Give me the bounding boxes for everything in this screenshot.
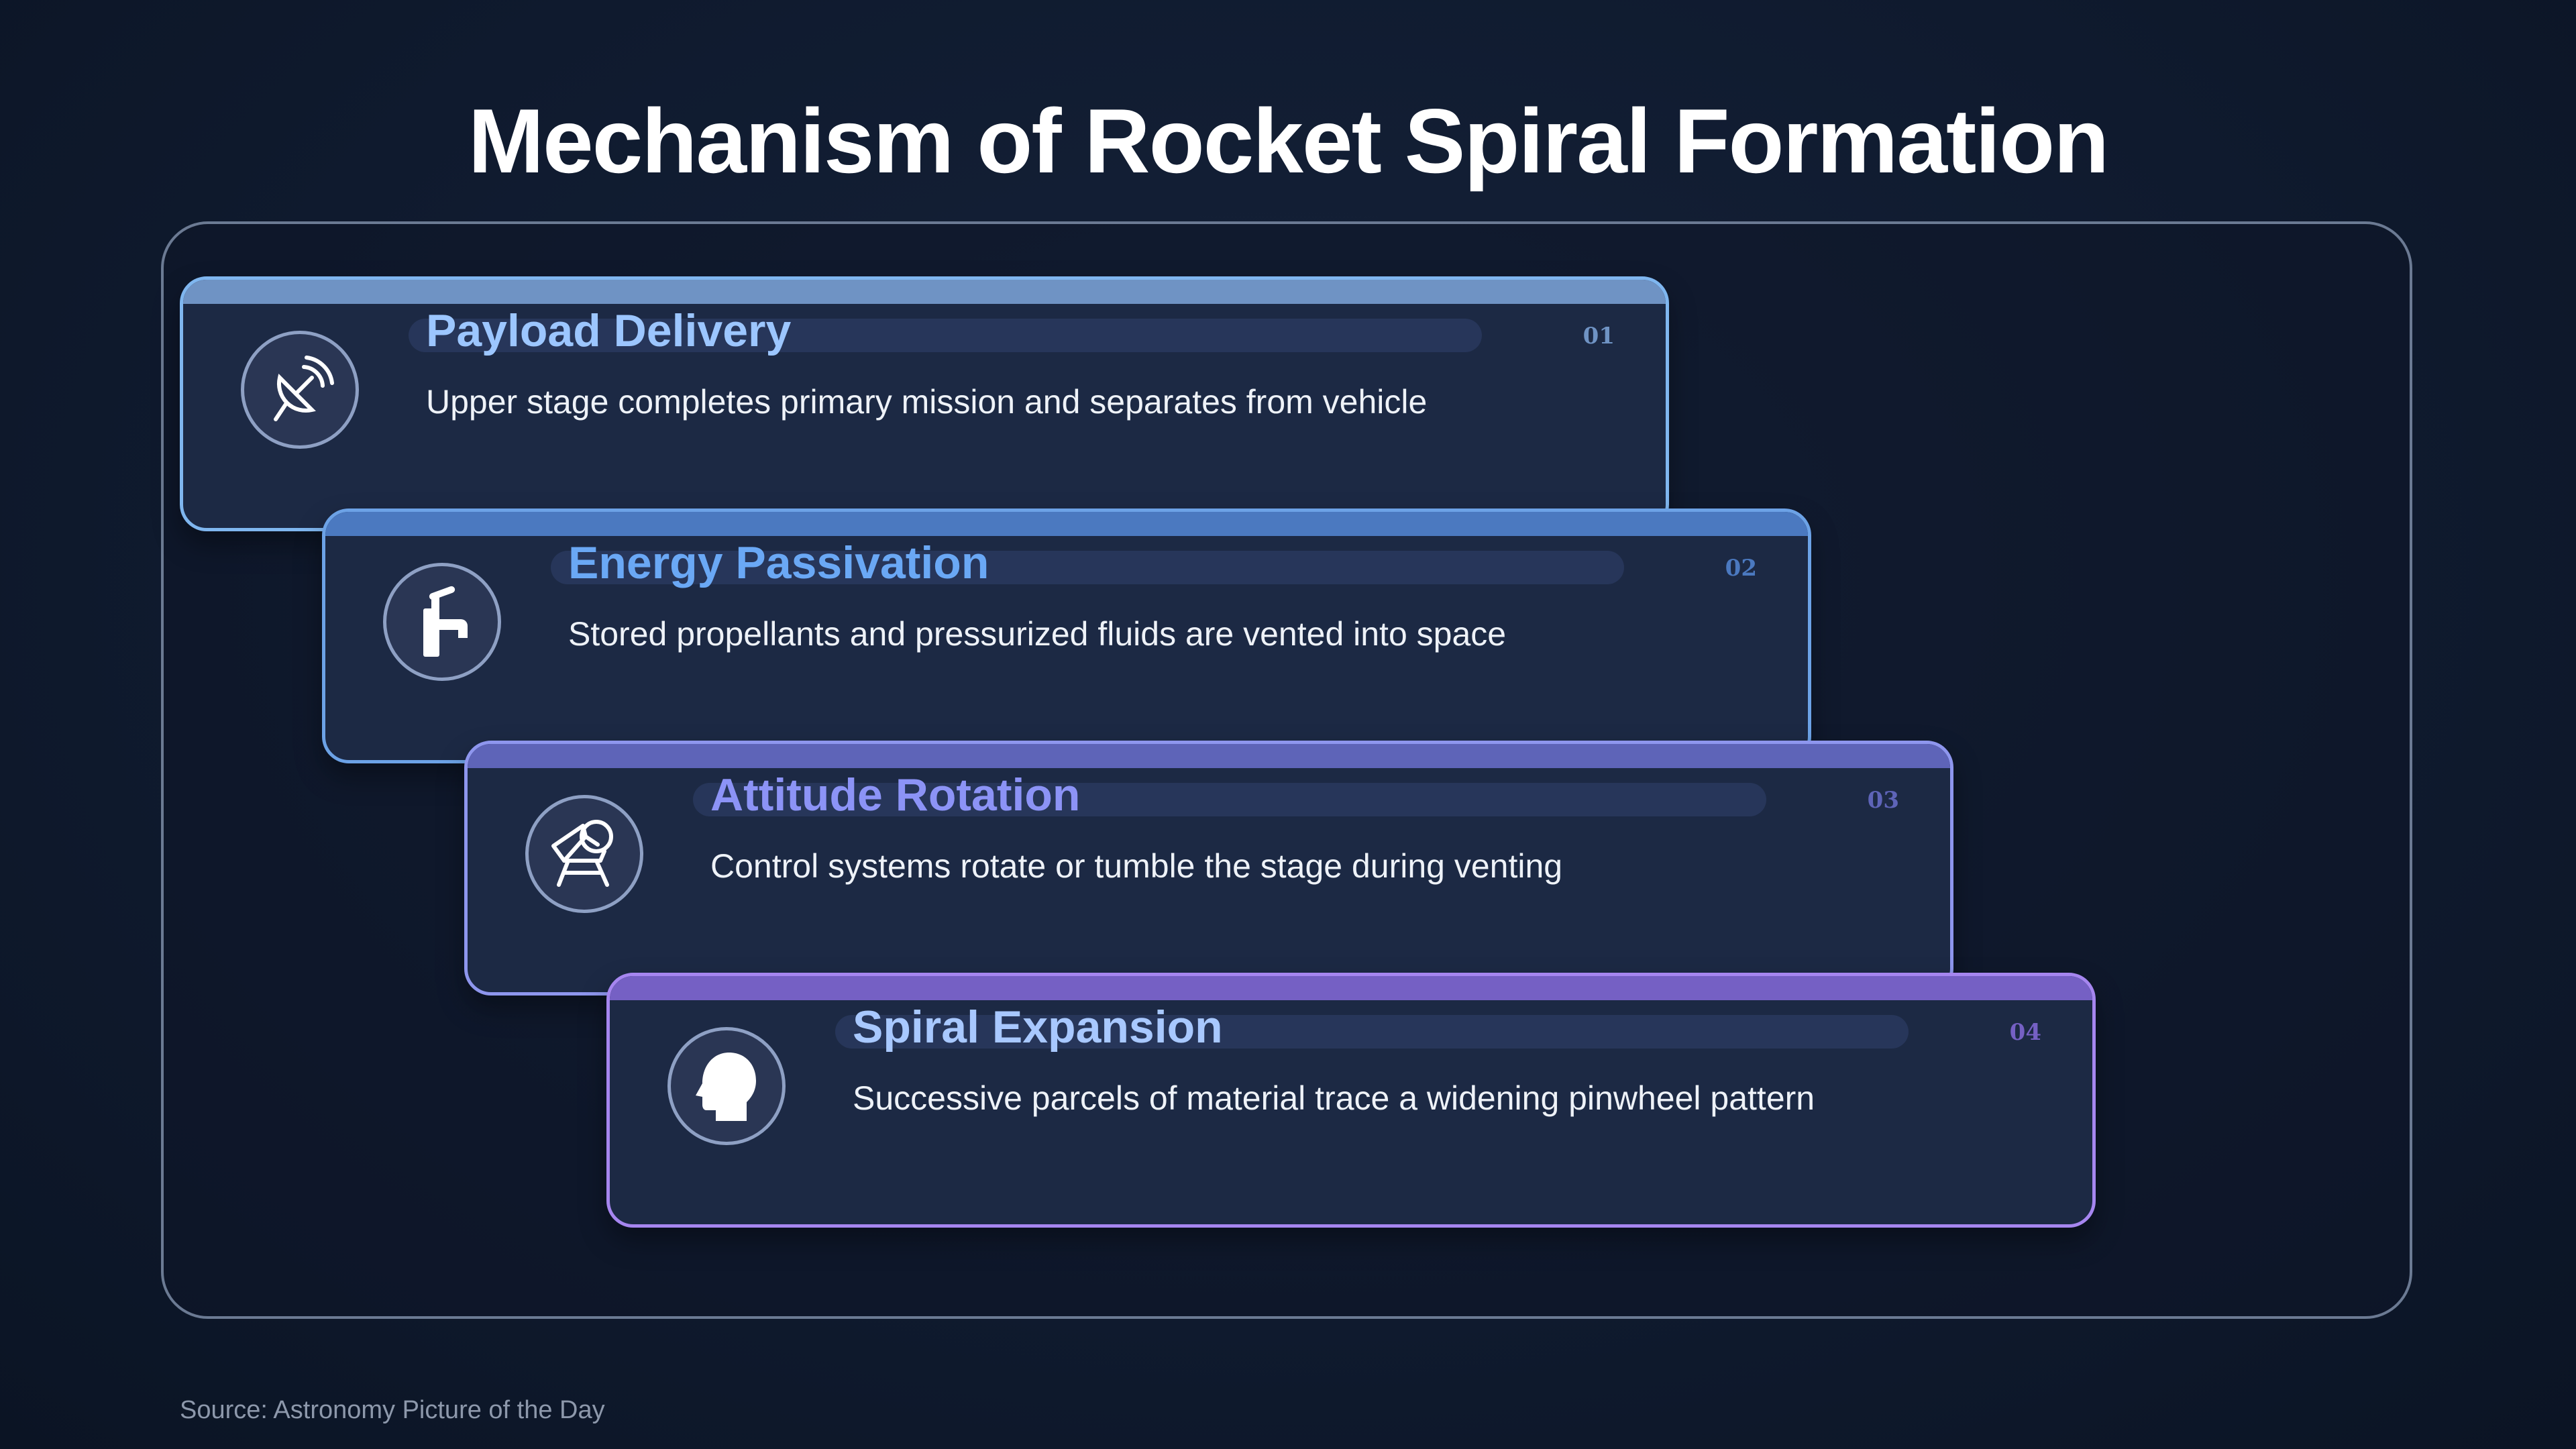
title-pill — [835, 1015, 1909, 1049]
step-description: Stored propellants and pressurized fluid… — [568, 615, 1507, 653]
satellite-dish-icon — [241, 331, 359, 449]
step-title: Attitude Rotation — [710, 769, 1081, 820]
faucet-icon — [383, 563, 501, 681]
step-title: Energy Passivation — [568, 537, 989, 588]
step-card-attitude-rotation: Attitude Rotation Control systems rotate… — [464, 741, 1953, 996]
step-number: 03 — [1867, 787, 1899, 814]
card-top-bar — [610, 976, 2092, 1000]
step-description: Control systems rotate or tumble the sta… — [710, 847, 1563, 885]
step-title: Payload Delivery — [426, 305, 792, 356]
card-top-bar — [468, 744, 1950, 768]
step-description: Upper stage completes primary mission an… — [426, 383, 1428, 421]
title-pill — [551, 551, 1624, 584]
step-description: Successive parcels of material trace a w… — [853, 1079, 1815, 1117]
page-title: Mechanism of Rocket Spiral Formation — [468, 90, 2109, 192]
step-card-payload-delivery: Payload Delivery Upper stage completes p… — [180, 276, 1669, 531]
title-pill — [693, 783, 1766, 816]
source-caption: Source: Astronomy Picture of the Day — [180, 1396, 605, 1424]
rotation-chair-icon — [525, 795, 643, 913]
card-top-bar — [325, 512, 1808, 536]
step-title: Spiral Expansion — [853, 1002, 1223, 1053]
title-pill — [409, 319, 1482, 352]
card-top-bar — [183, 280, 1666, 304]
step-number: 04 — [2009, 1019, 2041, 1046]
step-number: 01 — [1582, 323, 1615, 350]
step-number: 02 — [1725, 555, 1757, 582]
step-card-energy-passivation: Energy Passivation Stored propellants an… — [322, 508, 1811, 763]
head-profile-icon — [667, 1027, 786, 1145]
step-card-spiral-expansion: Spiral Expansion Successive parcels of m… — [606, 973, 2096, 1228]
